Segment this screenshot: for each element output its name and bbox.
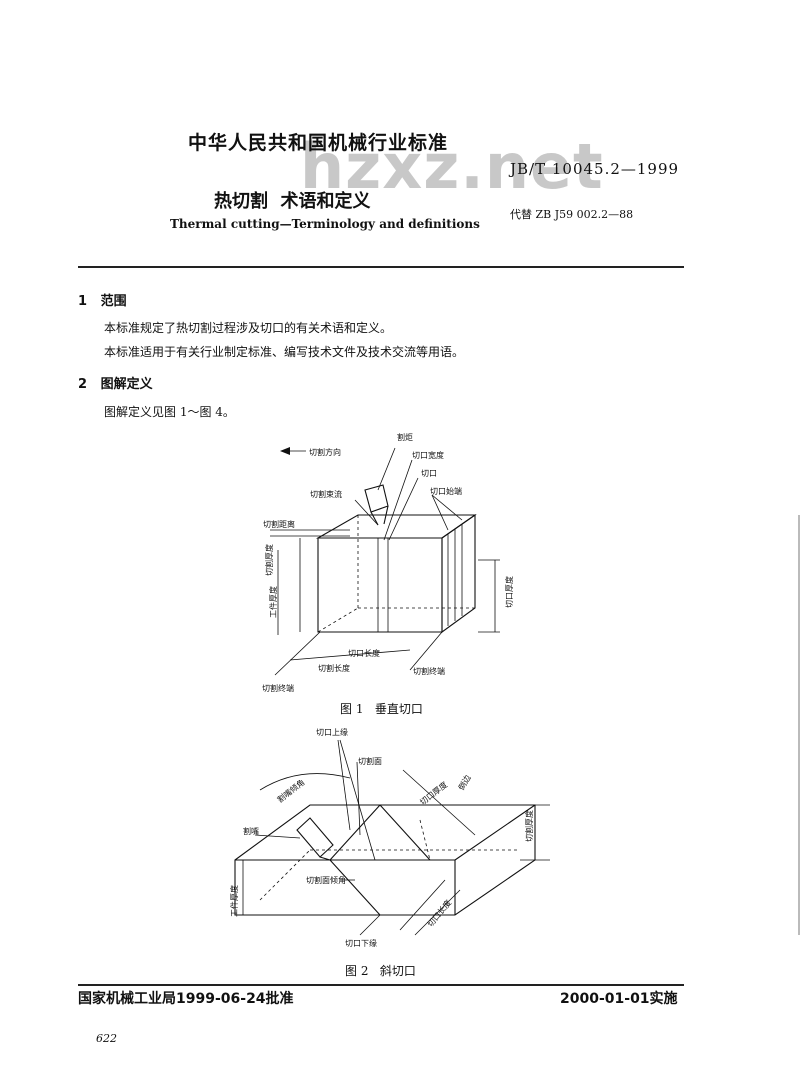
standard-category-title: 中华人民共和国机械行业标准 <box>188 132 449 154</box>
fig1-label-cut-terminal: 切割终端 <box>413 666 445 676</box>
section-number: 1 <box>78 294 88 309</box>
watermark: hzxz.net <box>300 130 604 203</box>
section-number: 2 <box>78 377 88 392</box>
replaces-note: 代替 ZB J59 002.2—88 <box>510 208 634 221</box>
fig1-label-torch: 割炬 <box>397 432 413 442</box>
section-2-heading: 2 图解定义 <box>78 373 153 392</box>
section-title: 范围 <box>100 294 127 309</box>
fig2-label-kerf-length: 切口长度 <box>425 898 453 929</box>
figure-1-caption: 图 1 垂直切口 <box>340 702 423 716</box>
fig2-label-nozzle-angle: 割嘴倾角 <box>275 777 306 805</box>
figure-2-caption: 图 2 斜切口 <box>345 964 416 978</box>
block-right <box>441 513 476 634</box>
fig1-label-cut-end: 切割终端 <box>262 683 294 693</box>
page-number: 622 <box>96 1032 117 1045</box>
footer-rule <box>78 984 684 986</box>
fig2-label-bevel: 倒边 <box>456 773 473 792</box>
fig1-label-kerf-length: 切口长度 <box>348 648 380 658</box>
fig1-label-cut-start: 切口始端 <box>430 486 462 496</box>
fig2-label-cut-face: 切割面 <box>358 756 382 766</box>
standard-number: JB/T 10045.2—1999 <box>510 160 680 178</box>
section-title: 图解定义 <box>100 377 153 392</box>
scan-edge-line <box>798 515 800 935</box>
effective-date: 2000-01-01实施 <box>560 991 678 1007</box>
block-top <box>315 514 477 539</box>
fig1-label-standoff: 切割距离 <box>263 519 295 529</box>
fig1-label-cutting-stream: 切割束流 <box>310 489 342 499</box>
figure-1-diagram: 切割方向 割炬 切口宽度 切口 切口始端 切割束流 切割距离 切割厚度 工件厚度… <box>262 432 514 693</box>
figure-2-diagram: 切口上缘 切割面 割嘴倾角 切口厚度 倒边 切割厚度 割嘴 切割面倾角 工件厚度… <box>229 727 550 948</box>
section-1-heading: 1 范围 <box>78 290 127 309</box>
header-rule <box>78 266 684 268</box>
fig2-label-nozzle: 割嘴 <box>243 826 259 836</box>
fig1-label-kerf-thickness: 切口厚度 <box>504 576 514 608</box>
fig1-label-cut-thickness: 切割厚度 <box>264 544 274 576</box>
fig1-label-direction: 切割方向 <box>309 447 341 457</box>
fig2-label-face-angle: 切割面倾角 <box>306 875 346 885</box>
fig1-label-cut-length: 切割长度 <box>318 663 350 673</box>
paragraph: 本标准适用于有关行业制定标准、编写技术文件及技术交流等用语。 <box>104 345 465 359</box>
arrowhead-icon <box>280 447 290 455</box>
fig1-label-workpiece-thickness: 工件厚度 <box>268 586 278 618</box>
torch-nozzle-icon <box>364 484 389 513</box>
paragraph: 本标准规定了热切割过程涉及切口的有关术语和定义。 <box>104 321 393 335</box>
fig2-label-workpiece-thickness: 工件厚度 <box>229 885 239 917</box>
fig1-label-kerf-width: 切口宽度 <box>412 450 444 460</box>
fig2-label-bottom-edge: 切口下缘 <box>345 938 377 948</box>
fig1-label-kerf: 切口 <box>421 469 437 478</box>
fig2-label-cut-thickness: 切割厚度 <box>524 810 534 842</box>
fig2-label-kerf-thickness: 切口厚度 <box>418 779 449 807</box>
fig2-label-top-edge: 切口上缘 <box>316 727 348 737</box>
english-title: Thermal cutting—Terminology and definiti… <box>170 217 480 231</box>
approval-date: 国家机械工业局1999-06-24批准 <box>78 991 294 1007</box>
document-title: 热切割 术语和定义 <box>214 191 371 212</box>
block-front <box>317 537 443 633</box>
nozzle-icon <box>296 817 334 858</box>
paragraph: 图解定义见图 1～图 4。 <box>104 405 235 419</box>
